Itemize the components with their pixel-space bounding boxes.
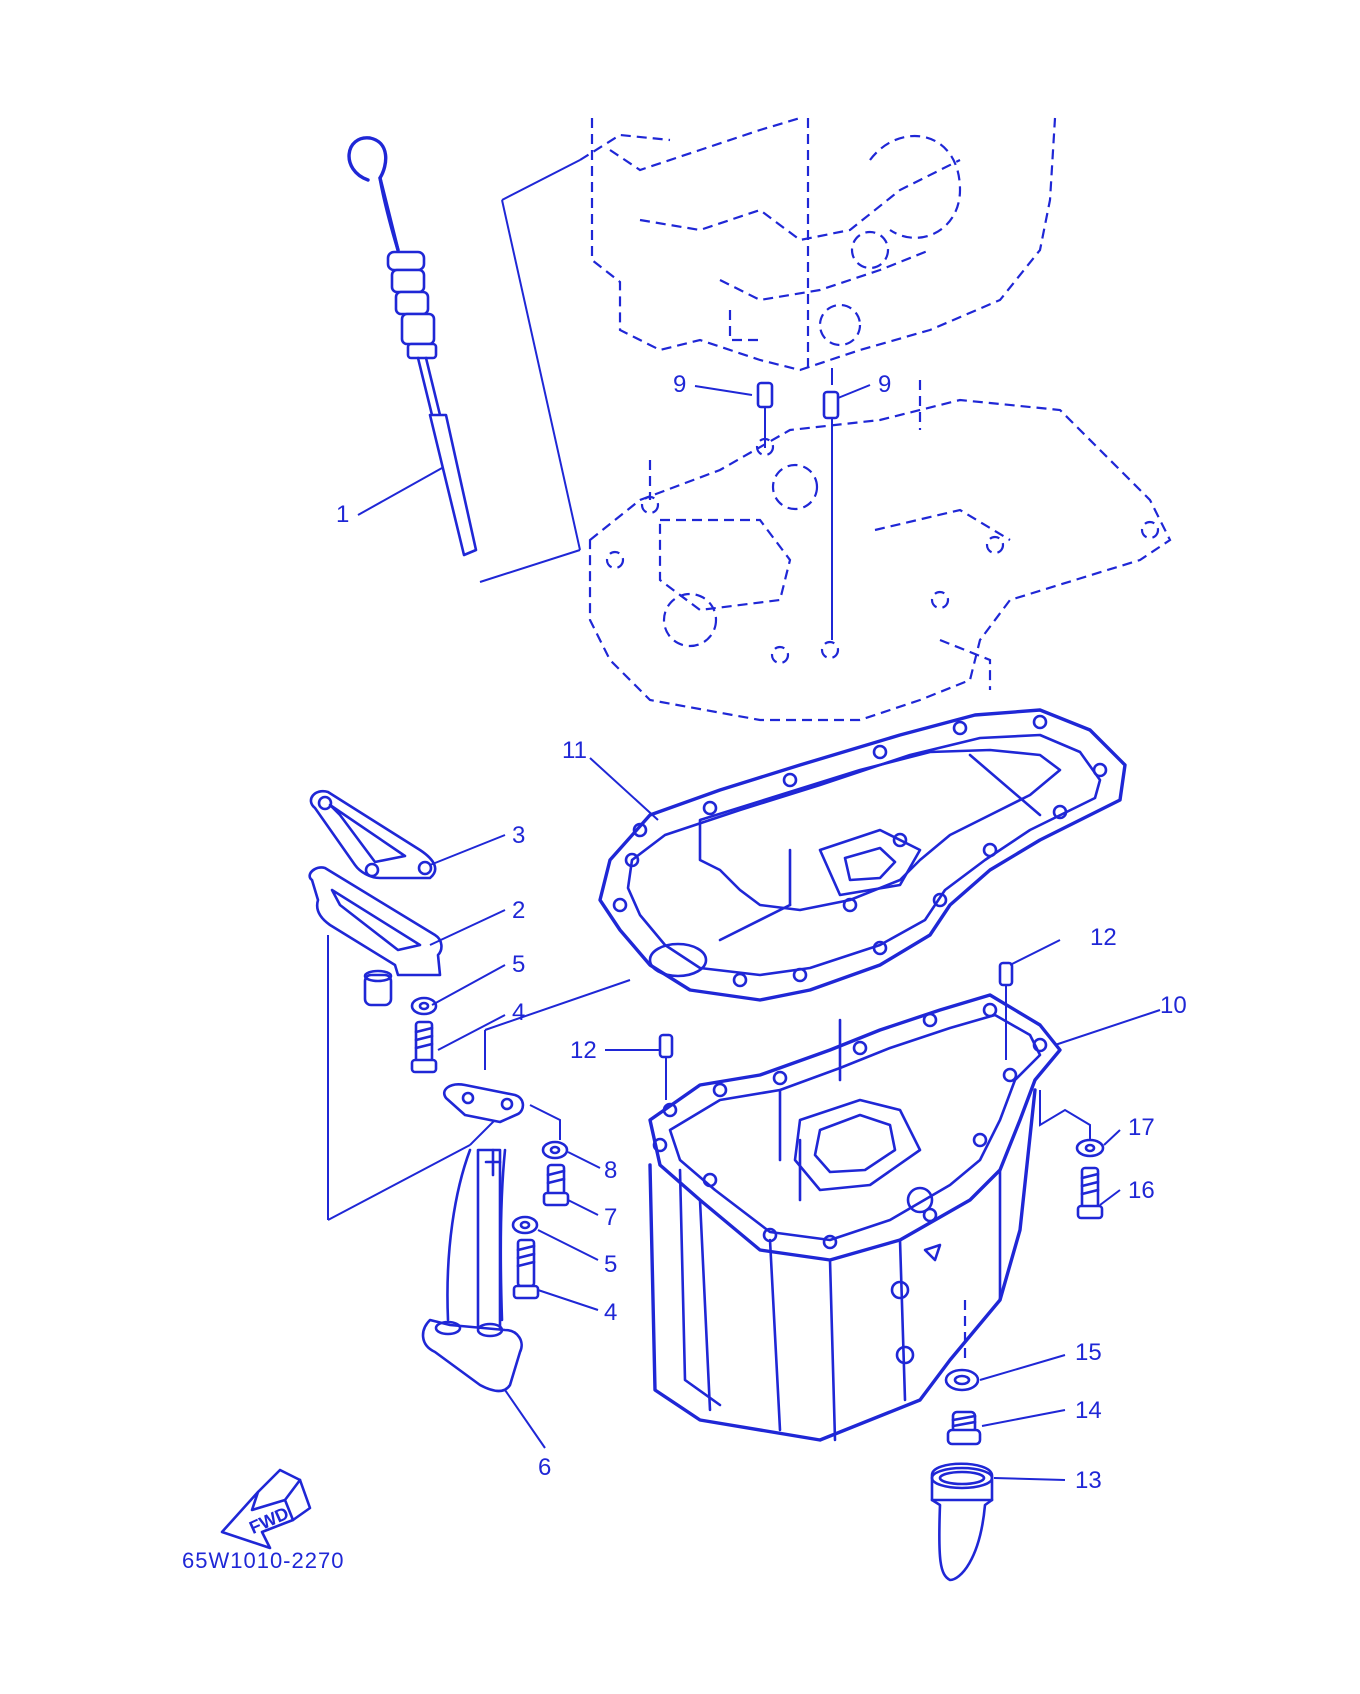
callout-17: 17 xyxy=(1128,1114,1155,1141)
part-11-gasket xyxy=(598,708,1127,1002)
callout-12-left: 12 xyxy=(570,1037,597,1064)
callout-9-left: 9 xyxy=(673,371,686,398)
part-9-dowel-pins xyxy=(756,368,840,640)
callout-15: 15 xyxy=(1075,1339,1102,1366)
callout-labels: 1 2 3 4 4 5 5 6 7 8 9 9 10 11 12 12 13 1… xyxy=(336,371,1187,1494)
part-2-bracket xyxy=(308,866,443,1007)
part-13-drain-cap xyxy=(930,1462,994,1582)
part-14-drain-bolt xyxy=(946,1410,982,1446)
gasket-bolt-holes xyxy=(612,714,1108,988)
part-5-washer-upper xyxy=(410,996,438,1016)
part-7-bolt xyxy=(542,1163,570,1207)
part-6-oil-strainer xyxy=(421,1083,525,1393)
part-16-bolt xyxy=(1076,1166,1104,1220)
callout-5-lower: 5 xyxy=(604,1251,617,1278)
oil-pan-bolt-holes xyxy=(652,1002,1048,1250)
callout-1: 1 xyxy=(336,501,349,528)
callout-12-right: 12 xyxy=(1090,924,1117,951)
callout-13: 13 xyxy=(1075,1467,1102,1494)
diagram-code: 65W1010-2270 xyxy=(182,1548,344,1573)
callout-16: 16 xyxy=(1128,1177,1155,1204)
part-4-bolt-upper xyxy=(410,1020,438,1074)
callout-10: 10 xyxy=(1160,992,1187,1019)
part-3-gasket xyxy=(309,789,437,880)
callout-11: 11 xyxy=(562,737,587,764)
callout-3: 3 xyxy=(512,822,525,849)
part-17-washer xyxy=(1075,1138,1105,1158)
crankcase-outline xyxy=(590,116,1057,372)
callout-8: 8 xyxy=(604,1157,617,1184)
callout-4-lower: 4 xyxy=(604,1299,617,1326)
part-10-oil-pan xyxy=(648,993,1062,1442)
callout-9-right: 9 xyxy=(878,371,891,398)
callout-6: 6 xyxy=(538,1454,551,1481)
part-4-bolt-lower xyxy=(512,1238,540,1300)
callout-7: 7 xyxy=(604,1204,617,1231)
callout-2: 2 xyxy=(512,897,525,924)
part-1-dipstick xyxy=(347,136,478,557)
part-5-washer-lower xyxy=(511,1215,539,1235)
callout-4-upper: 4 xyxy=(512,999,525,1026)
part-8-washer xyxy=(541,1140,569,1160)
fwd-arrow-icon: FWD xyxy=(220,1468,312,1550)
part-12-dowel-pins xyxy=(658,961,1014,1100)
callout-leaders xyxy=(357,384,1161,1481)
callout-5-upper: 5 xyxy=(512,951,525,978)
callout-14: 14 xyxy=(1075,1397,1102,1424)
exhaust-guide-outline xyxy=(588,380,1172,722)
part-15-drain-gasket xyxy=(944,1368,980,1392)
